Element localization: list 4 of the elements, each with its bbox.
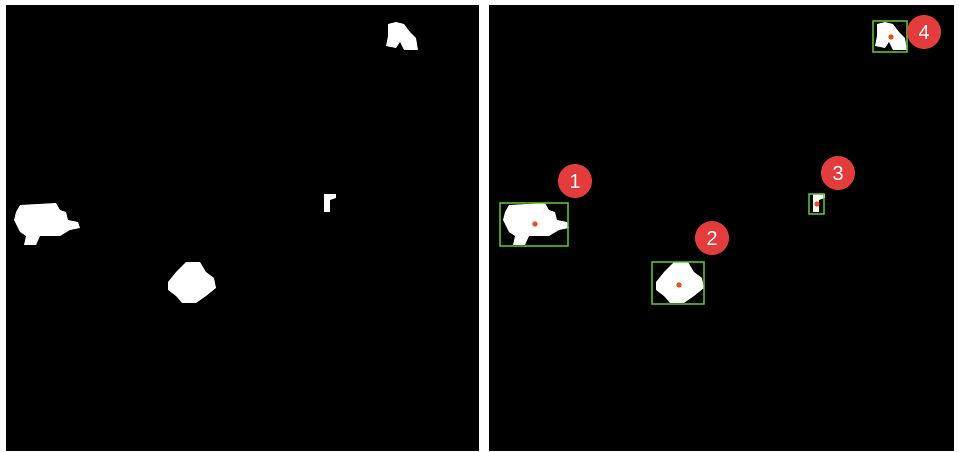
callout-number: 4 xyxy=(907,15,941,49)
callout-number: 1 xyxy=(558,164,592,198)
callout-number: 2 xyxy=(695,221,729,255)
callout-number: 3 xyxy=(821,156,855,190)
